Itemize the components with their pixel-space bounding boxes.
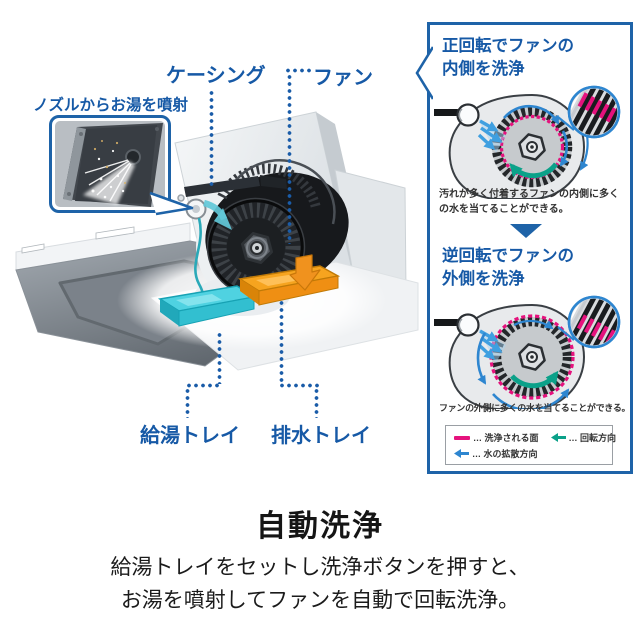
forward-rotation-title-line2: 内側を洗浄: [442, 60, 525, 78]
nozzle-photo-inset: [49, 115, 171, 213]
rotation-arrow-icon: [550, 433, 566, 442]
hot-water-tray: [157, 285, 256, 327]
fan-label: ファン: [313, 67, 373, 89]
hood-illustration-art: [15, 111, 419, 371]
legend-label-rotation-direction: … 回転方向: [568, 433, 617, 443]
reverse-rotation-diagram: [434, 295, 626, 409]
reverse-rotation-title: 逆回転でファンの 外側を洗浄: [442, 245, 574, 291]
panel-pointer-notch: [415, 46, 433, 100]
forward-rotation-title-line1: 正回転でファンの: [442, 37, 574, 55]
hot-water-tray-leader-lower: [185, 388, 190, 418]
nozzle-assembly: [177, 175, 287, 230]
legend-label-cleaned-surface: … 洗浄される面: [473, 433, 539, 443]
legend-item-rotation-direction: … 回転方向: [550, 431, 617, 444]
hot-water-tray-leader-upper: [217, 332, 222, 384]
fan-leader-line-vertical: [287, 74, 292, 244]
cleaned-surface-swatch: [454, 435, 470, 440]
page-title: 自動洗浄: [256, 510, 384, 543]
drain-tray-leader-lower: [314, 388, 319, 418]
legend-item-cleaned-surface: … 洗浄される面: [454, 431, 539, 444]
drain-tray-leader-elbow: [279, 383, 319, 388]
page-description: 給湯トレイをセットし洗浄ボタンを押すと、 お湯を噴射してファンを自動で回転洗浄。: [0, 551, 640, 617]
drain-tray: [237, 265, 341, 306]
water-spread-arrow-icon: [454, 449, 469, 458]
hot-water-tray-leader-elbow: [186, 383, 222, 388]
step-down-arrow: [510, 224, 542, 238]
legend-box: … 洗浄される面 … 回転方向 … 水の拡散方向: [445, 425, 616, 465]
fan-leader-line-horizontal: [285, 68, 311, 73]
page-description-line1: 給湯トレイをセットし洗浄ボタンを押すと、: [110, 556, 530, 579]
hot-water-tray-label: 給湯トレイ: [140, 425, 240, 447]
casing-label: ケーシング: [166, 65, 266, 87]
drain-tray-label: 排水トレイ: [271, 425, 371, 447]
reverse-rotation-caption: ファンの外側に多くの水を当てることができる。: [439, 403, 631, 413]
legend-label-water-spread: … 水の拡散方向: [472, 449, 538, 459]
forward-rotation-caption: 汚れが多く付着するファンの内側に多くの水を当てることができる。: [439, 189, 619, 215]
page-description-line2: お湯を噴射してファンを自動で回転洗浄。: [120, 589, 520, 612]
reverse-rotation-title-line2: 外側を洗浄: [442, 270, 525, 288]
drain-arrow: [289, 254, 321, 291]
inset-callout-tail: [149, 191, 194, 216]
nozzle-photo-art: [55, 121, 165, 207]
legend-item-water-spread: … 水の拡散方向: [454, 447, 538, 460]
forward-rotation-title: 正回転でファンの 内側を洗浄: [442, 35, 574, 81]
cleaning-steps-panel: 正回転でファンの 内側を洗浄: [415, 22, 633, 474]
casing-leader-line: [209, 90, 214, 186]
drain-tray-leader-upper: [279, 300, 284, 384]
forward-rotation-diagram: [434, 85, 626, 199]
nozzle-callout-label: ノズルからお湯を噴射: [33, 97, 189, 114]
reverse-rotation-title-line1: 逆回転でファンの: [442, 247, 574, 265]
